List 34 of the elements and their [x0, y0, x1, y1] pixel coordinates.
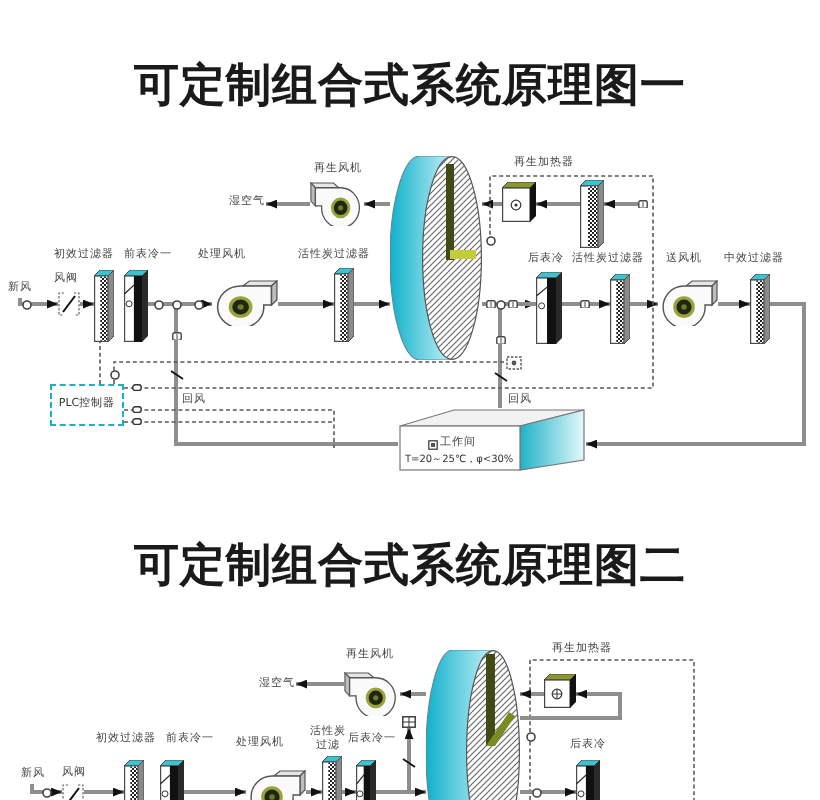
arrow — [520, 689, 622, 720]
title: 可定制组合式系统原理图一 — [134, 60, 686, 112]
arrow — [84, 787, 124, 797]
arrow — [400, 689, 426, 699]
arrow — [296, 679, 344, 689]
control-line — [113, 361, 507, 385]
arrow — [718, 299, 750, 309]
arrow — [376, 728, 414, 794]
arrow — [536, 199, 580, 209]
connector-line — [498, 302, 536, 408]
arrow — [604, 199, 638, 209]
control-line — [99, 341, 101, 385]
arrow — [342, 787, 356, 797]
arrow — [630, 299, 658, 309]
arrow — [364, 199, 390, 209]
title: 可定制组合式系统原理图二 — [134, 540, 686, 592]
control-line — [123, 421, 335, 423]
arrow — [586, 302, 806, 449]
arrow — [482, 199, 502, 209]
control-line — [123, 175, 654, 389]
arrow — [278, 299, 334, 309]
arrow — [80, 299, 94, 309]
control-line — [123, 409, 335, 449]
arrow — [562, 299, 610, 309]
arrow — [174, 299, 398, 446]
arrow — [184, 787, 246, 797]
room-box — [398, 408, 586, 472]
arrow — [306, 787, 322, 797]
arrow — [266, 199, 310, 209]
arrow — [30, 784, 62, 797]
arrow — [520, 689, 544, 699]
arrow — [354, 299, 390, 309]
arrow — [520, 787, 576, 797]
arrow — [18, 298, 58, 309]
